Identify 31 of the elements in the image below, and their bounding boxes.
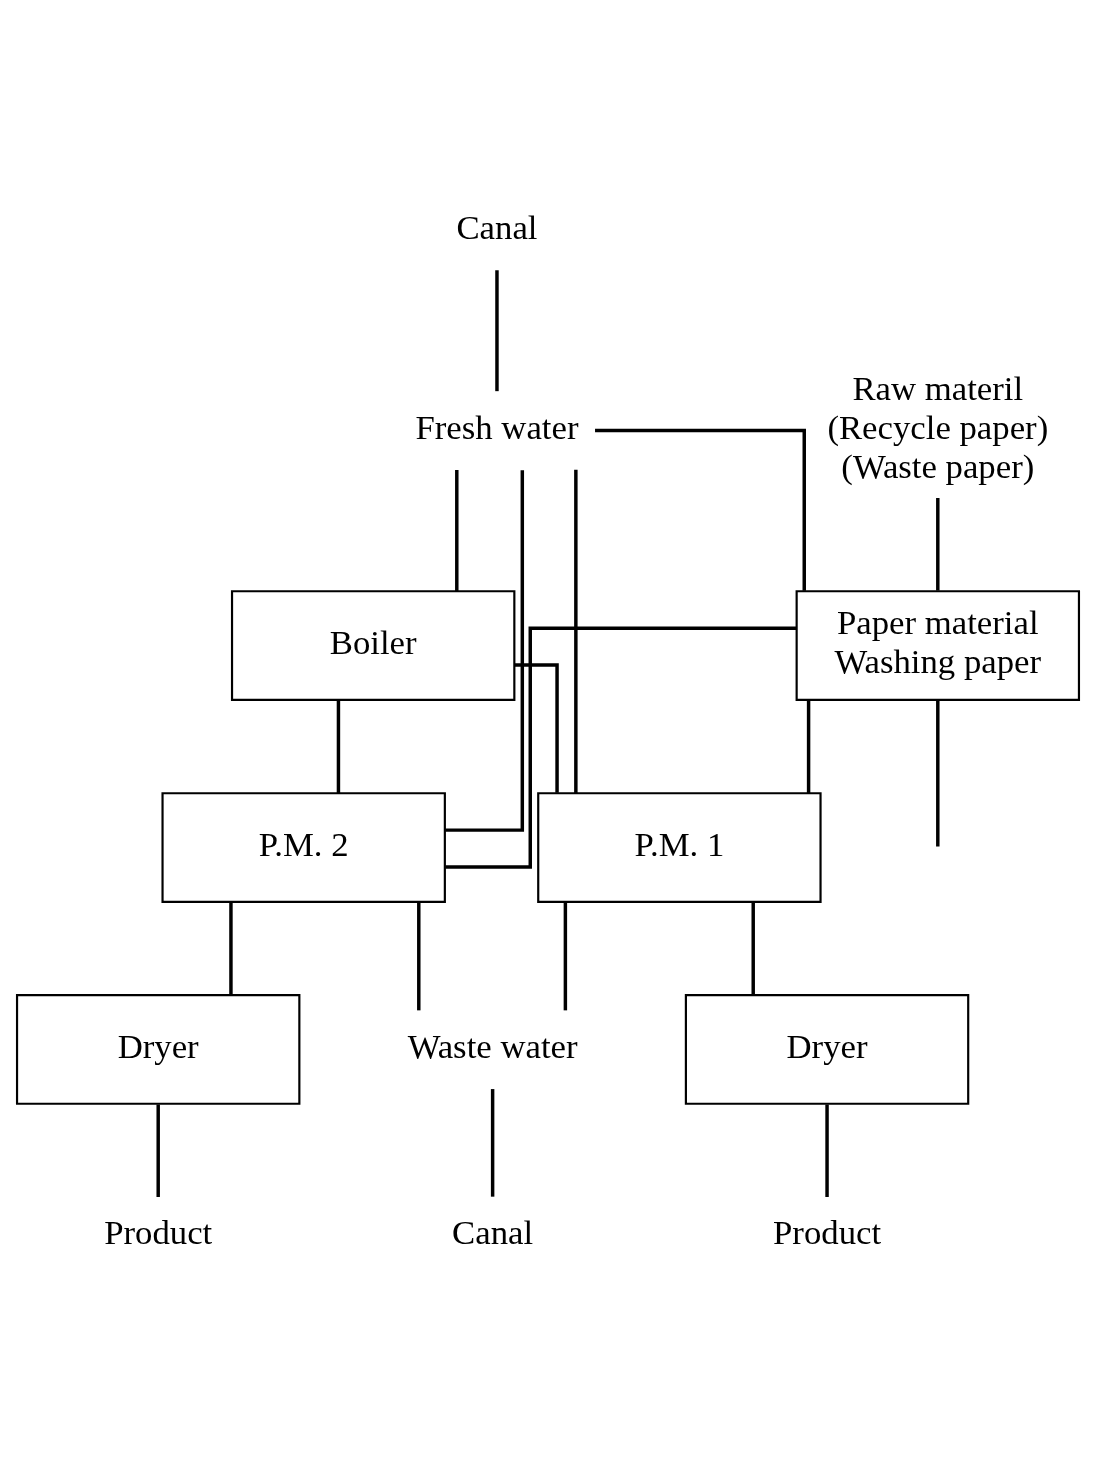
connector [229, 902, 233, 995]
node-text: Product [104, 1212, 213, 1252]
node-box: Dryer [684, 993, 970, 1105]
node-box: Boiler [230, 589, 516, 701]
node-box: Paper material Washing paper [795, 589, 1081, 701]
connector [514, 662, 559, 793]
node-text: Product [773, 1212, 882, 1252]
connector [445, 625, 797, 869]
node-text: Fresh water [415, 407, 579, 447]
connector [495, 269, 499, 391]
node-text: Canal [452, 1212, 534, 1252]
connector [574, 469, 578, 793]
connector [490, 1088, 495, 1197]
connector [751, 902, 755, 995]
connector [595, 428, 806, 591]
node-box: P.M. 1 [537, 791, 822, 903]
connector [417, 902, 421, 1010]
connector [936, 497, 940, 591]
node-text: Waste water [407, 1026, 578, 1066]
node-box: Dryer [15, 993, 301, 1105]
node-text: Canal [456, 207, 538, 247]
node-text: Raw materil (Recycle paper) (Waste paper) [827, 368, 1049, 486]
connector [563, 902, 568, 1010]
connector [825, 1104, 829, 1197]
connector [455, 469, 459, 591]
connector [336, 700, 341, 793]
connector [936, 700, 940, 846]
connector [156, 1104, 160, 1197]
node-box: P.M. 2 [161, 791, 446, 903]
connector [806, 700, 811, 793]
connector [445, 469, 525, 832]
